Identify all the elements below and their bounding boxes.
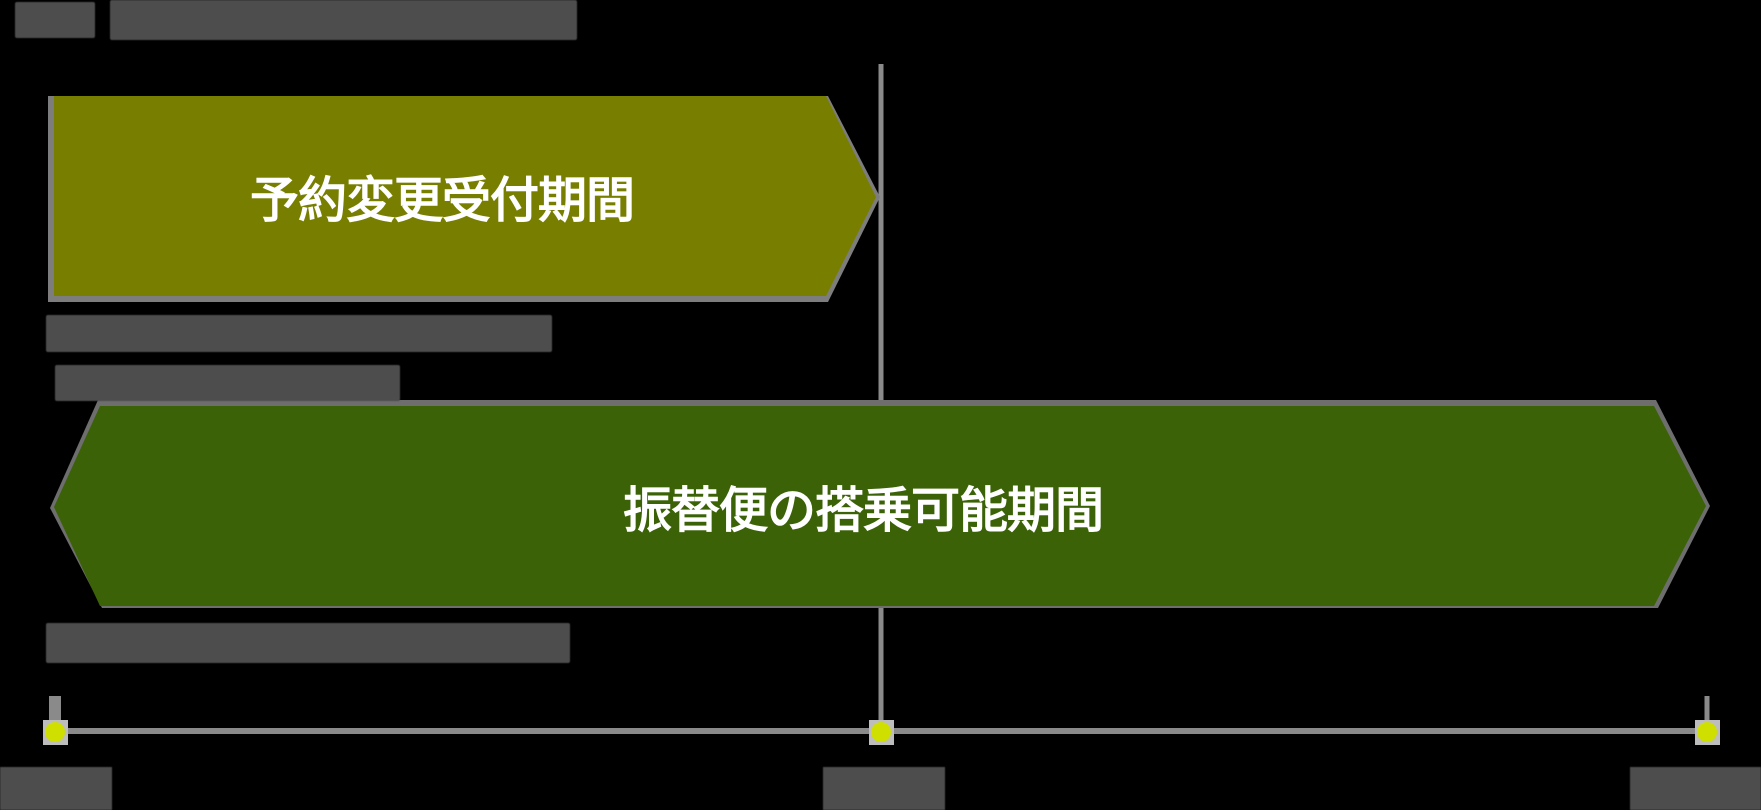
note-change-period-2 <box>55 365 400 401</box>
note-change-period-1 <box>46 315 552 352</box>
title-prefix <box>15 2 95 38</box>
date-label-end <box>1630 767 1761 810</box>
title-text <box>110 0 577 40</box>
note-boarding-period <box>46 623 570 663</box>
timeline-dot-end <box>1697 722 1717 742</box>
boarding-period-label: 振替便の搭乗可能期間 <box>623 482 1104 539</box>
change-period-label: 予約変更受付期間 <box>250 172 635 229</box>
date-label-start <box>0 767 112 810</box>
change-period-arrow <box>54 96 876 296</box>
timeline-dot-start <box>45 722 65 742</box>
boarding-period-arrow <box>54 406 1706 606</box>
date-label-middle <box>823 767 945 810</box>
timeline-dot-middle <box>871 722 891 742</box>
